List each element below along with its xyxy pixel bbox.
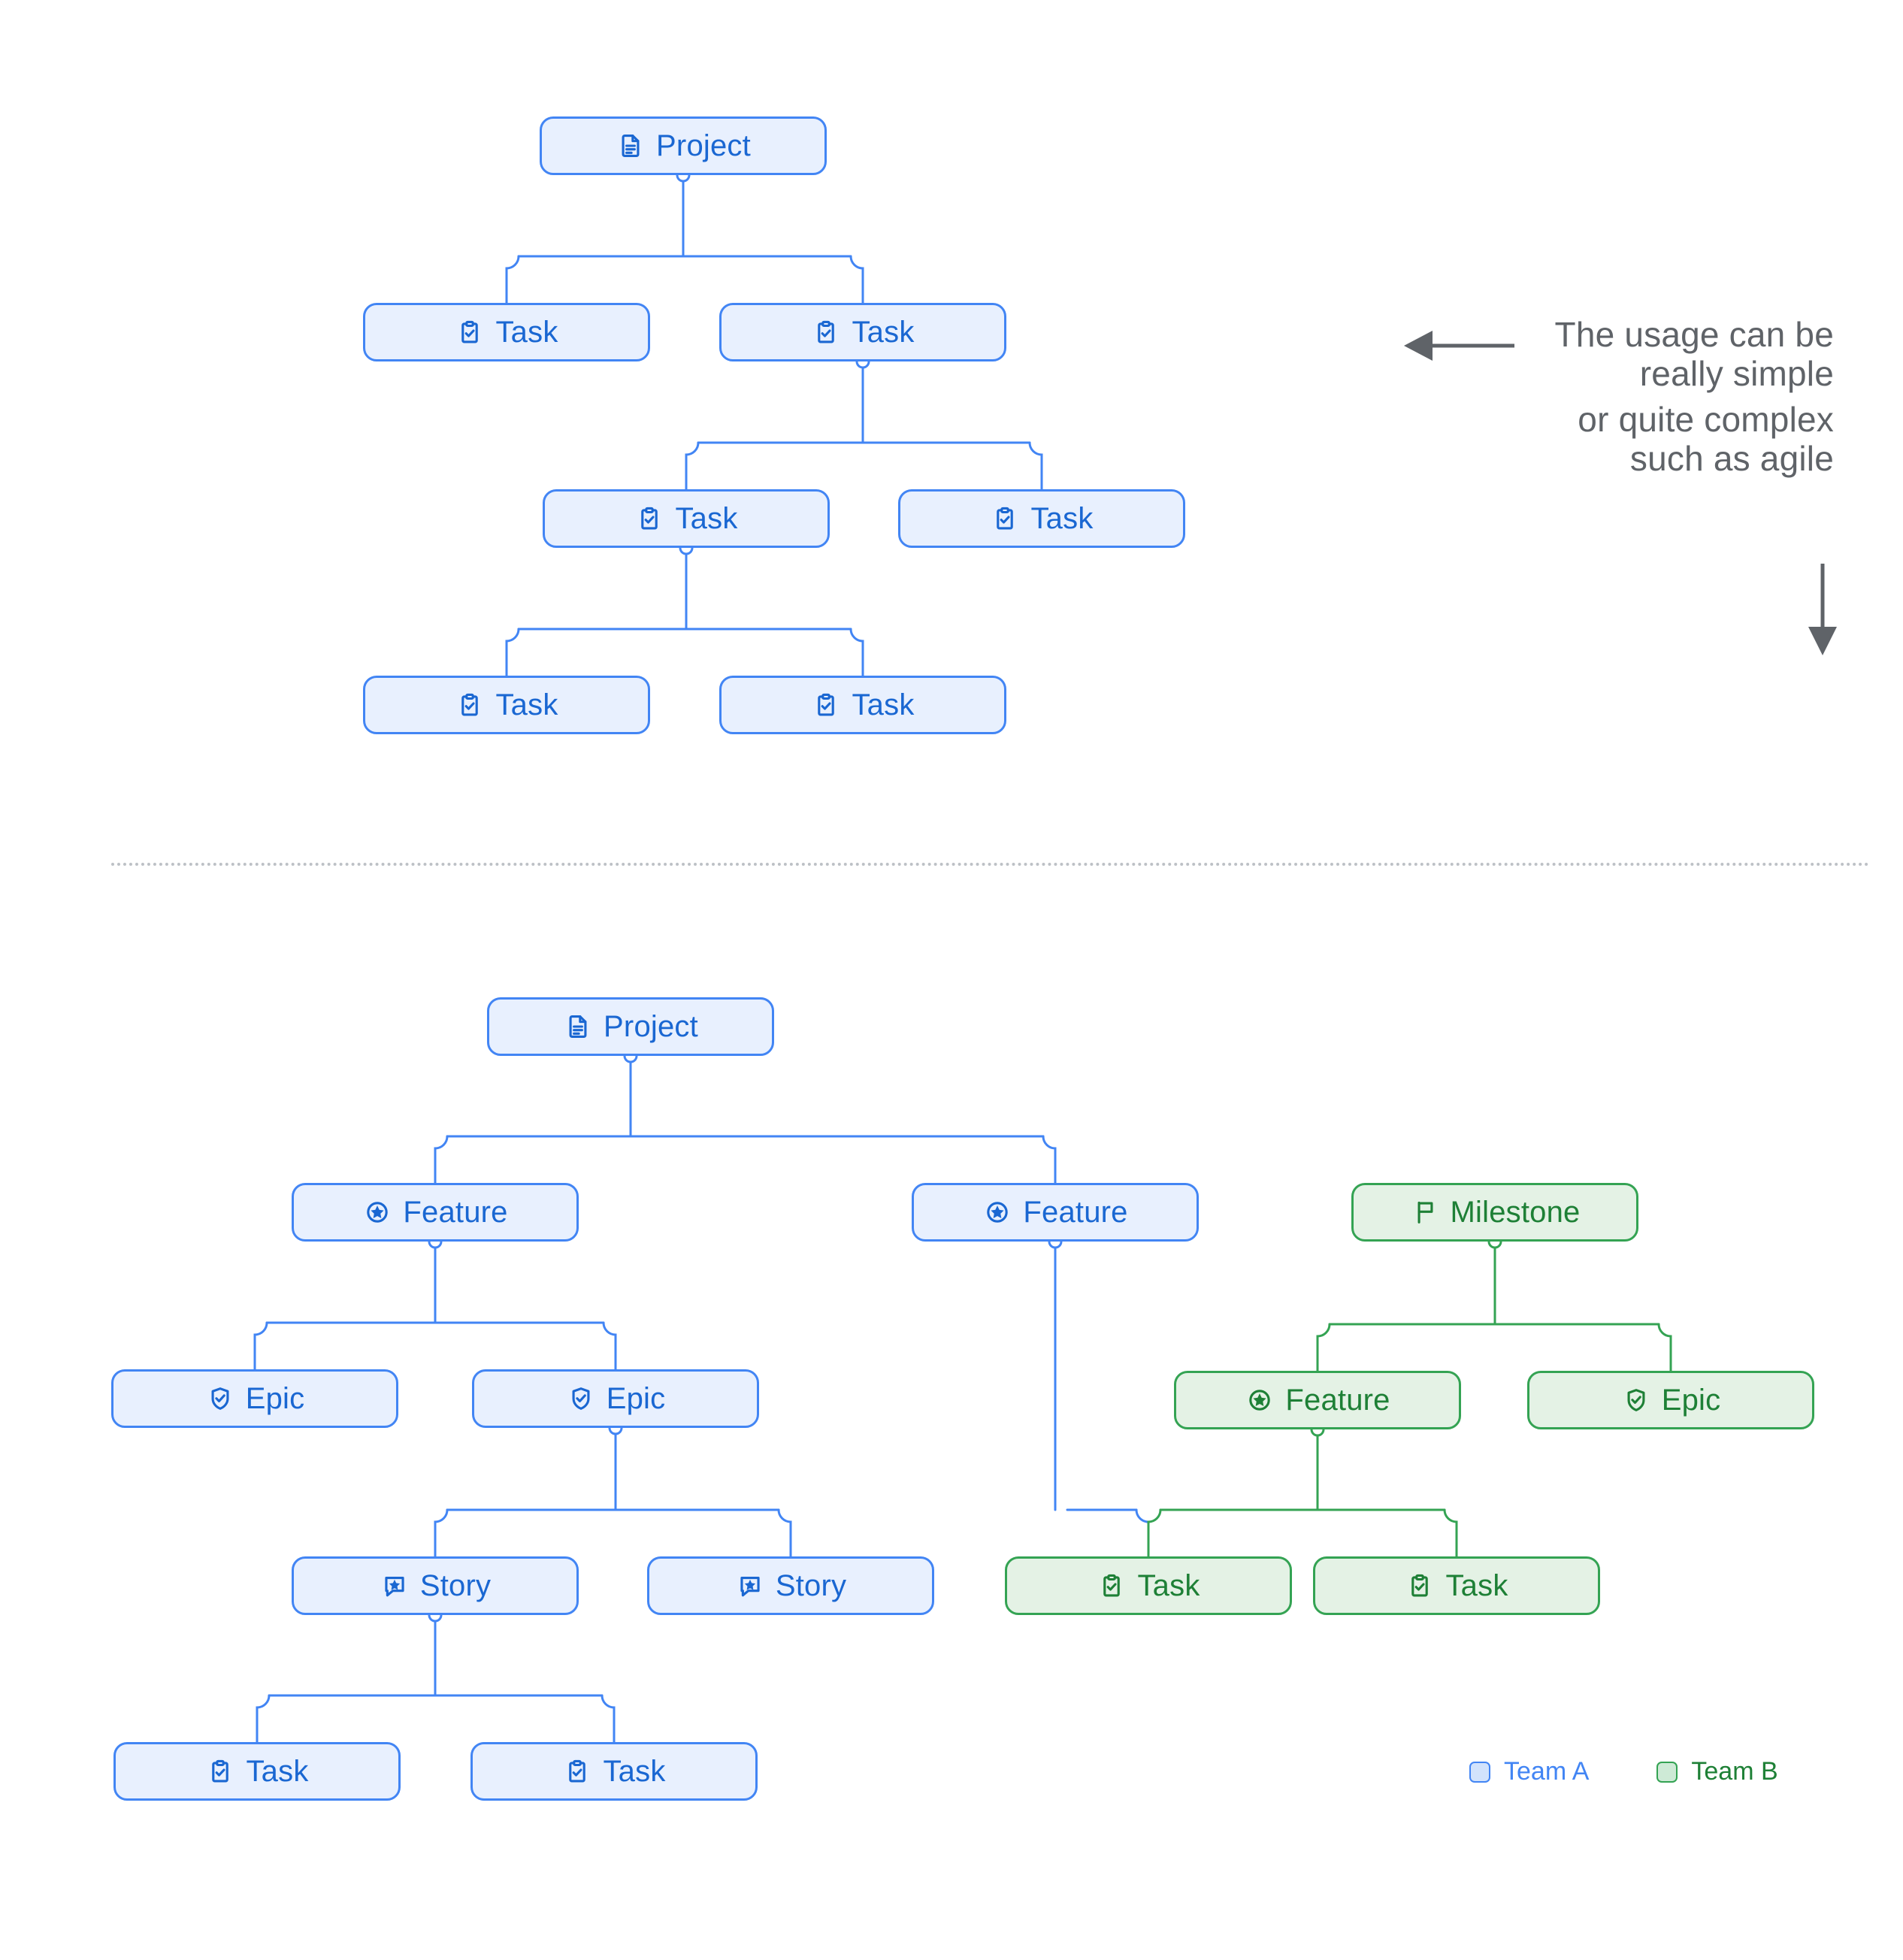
- connector-elbow: [1316, 1323, 1331, 1372]
- connector-elbow: [434, 1508, 449, 1558]
- node-task[interactable]: Task: [1005, 1556, 1292, 1615]
- node-epic[interactable]: Epic: [1527, 1371, 1814, 1429]
- node-story[interactable]: Story: [647, 1556, 934, 1615]
- node-task[interactable]: Task: [898, 489, 1185, 548]
- node-task[interactable]: Task: [113, 1742, 401, 1801]
- task-clipboard-icon: [1405, 1571, 1435, 1601]
- section-divider: [111, 863, 1870, 866]
- team-legend: Team A Team B: [1469, 1757, 1778, 1786]
- story-bubble-icon: [380, 1571, 410, 1601]
- connector-elbow: [1147, 1508, 1162, 1558]
- connector-elbow: [1028, 441, 1043, 491]
- arrow-left-icon: [1404, 331, 1514, 361]
- legend-item-team-b: Team B: [1656, 1757, 1778, 1786]
- connector-elbow: [602, 1321, 617, 1371]
- task-clipboard-icon: [455, 317, 485, 347]
- task-clipboard-icon: [1097, 1571, 1127, 1601]
- node-task[interactable]: Task: [363, 303, 650, 361]
- task-clipboard-icon: [562, 1756, 592, 1786]
- legend-item-team-a: Team A: [1469, 1757, 1589, 1786]
- node-label: Story: [775, 1569, 847, 1602]
- connector-elbow: [849, 628, 864, 677]
- connector-elbow: [777, 1508, 792, 1558]
- connector-elbow: [849, 255, 864, 304]
- feature-star-icon: [362, 1197, 392, 1227]
- node-task[interactable]: Task: [543, 489, 830, 548]
- team-b-swatch: [1656, 1761, 1678, 1783]
- usage-annotation: The usage can be really simple or quite …: [1496, 315, 1834, 478]
- feature-star-icon: [982, 1197, 1012, 1227]
- connector-elbow: [253, 1321, 268, 1371]
- connector-elbow: [256, 1694, 271, 1744]
- node-epic[interactable]: Epic: [472, 1369, 759, 1428]
- node-task[interactable]: Task: [363, 676, 650, 734]
- connector-elbow: [434, 1135, 449, 1184]
- node-label: Task: [246, 1755, 309, 1788]
- connector-elbow: [1042, 1135, 1057, 1184]
- node-task[interactable]: Task: [470, 1742, 758, 1801]
- node-label: Milestone: [1450, 1196, 1581, 1229]
- task-clipboard-icon: [455, 690, 485, 720]
- node-epic[interactable]: Epic: [111, 1369, 398, 1428]
- annotation-line-2: really simple: [1639, 353, 1834, 393]
- node-task[interactable]: Task: [719, 303, 1006, 361]
- node-label: Feature: [1285, 1384, 1390, 1417]
- node-milestone[interactable]: Milestone: [1351, 1183, 1638, 1242]
- connector-elbow: [685, 441, 700, 491]
- node-label: Feature: [1023, 1196, 1128, 1229]
- task-clipboard-icon: [990, 504, 1020, 534]
- annotation-line-4: such as agile: [1629, 438, 1834, 478]
- feature-star-icon: [1245, 1385, 1275, 1415]
- node-label: Task: [495, 316, 558, 349]
- epic-shield-icon: [566, 1384, 596, 1414]
- node-label: Task: [675, 502, 738, 535]
- annotation-line-1: The usage can be: [1554, 315, 1834, 354]
- node-label: Epic: [245, 1382, 305, 1415]
- node-task[interactable]: Task: [719, 676, 1006, 734]
- connector-elbow: [505, 628, 520, 677]
- node-label: Task: [1137, 1569, 1200, 1602]
- node-feature[interactable]: Feature: [912, 1183, 1199, 1242]
- node-label: Task: [495, 688, 558, 721]
- milestone-flag-icon: [1410, 1197, 1440, 1227]
- node-feature[interactable]: Feature: [1174, 1371, 1461, 1429]
- connector-elbow: [1657, 1323, 1672, 1372]
- node-label: Story: [419, 1569, 492, 1602]
- task-clipboard-icon: [634, 504, 664, 534]
- team-a-label: Team A: [1504, 1757, 1590, 1786]
- epic-shield-icon: [1621, 1385, 1651, 1415]
- node-label: Feature: [403, 1196, 508, 1229]
- document-icon: [563, 1012, 593, 1042]
- node-project[interactable]: Project: [487, 997, 774, 1056]
- node-feature[interactable]: Feature: [292, 1183, 579, 1242]
- node-label: Task: [1030, 502, 1094, 535]
- node-label: Task: [603, 1755, 666, 1788]
- connector-elbow: [601, 1694, 616, 1744]
- annotation-line-3: or quite complex: [1578, 400, 1834, 440]
- connector-elbow: [1135, 1508, 1150, 1558]
- node-task[interactable]: Task: [1313, 1556, 1600, 1615]
- node-label: Project: [656, 129, 751, 162]
- node-story[interactable]: Story: [292, 1556, 579, 1615]
- node-label: Epic: [606, 1382, 666, 1415]
- node-label: Epic: [1661, 1384, 1721, 1417]
- node-label: Project: [604, 1010, 698, 1043]
- document-icon: [616, 131, 646, 161]
- node-label: Task: [852, 316, 915, 349]
- team-b-label: Team B: [1691, 1757, 1778, 1786]
- connector-elbow: [1443, 1508, 1458, 1558]
- team-a-swatch: [1469, 1761, 1490, 1783]
- task-clipboard-icon: [205, 1756, 235, 1786]
- node-project[interactable]: Project: [540, 116, 827, 175]
- node-label: Task: [1445, 1569, 1508, 1602]
- story-bubble-icon: [735, 1571, 765, 1601]
- task-clipboard-icon: [811, 317, 841, 347]
- connector-elbow: [505, 255, 520, 304]
- epic-shield-icon: [205, 1384, 235, 1414]
- task-clipboard-icon: [811, 690, 841, 720]
- arrow-down-icon: [1808, 564, 1837, 655]
- node-label: Task: [852, 688, 915, 721]
